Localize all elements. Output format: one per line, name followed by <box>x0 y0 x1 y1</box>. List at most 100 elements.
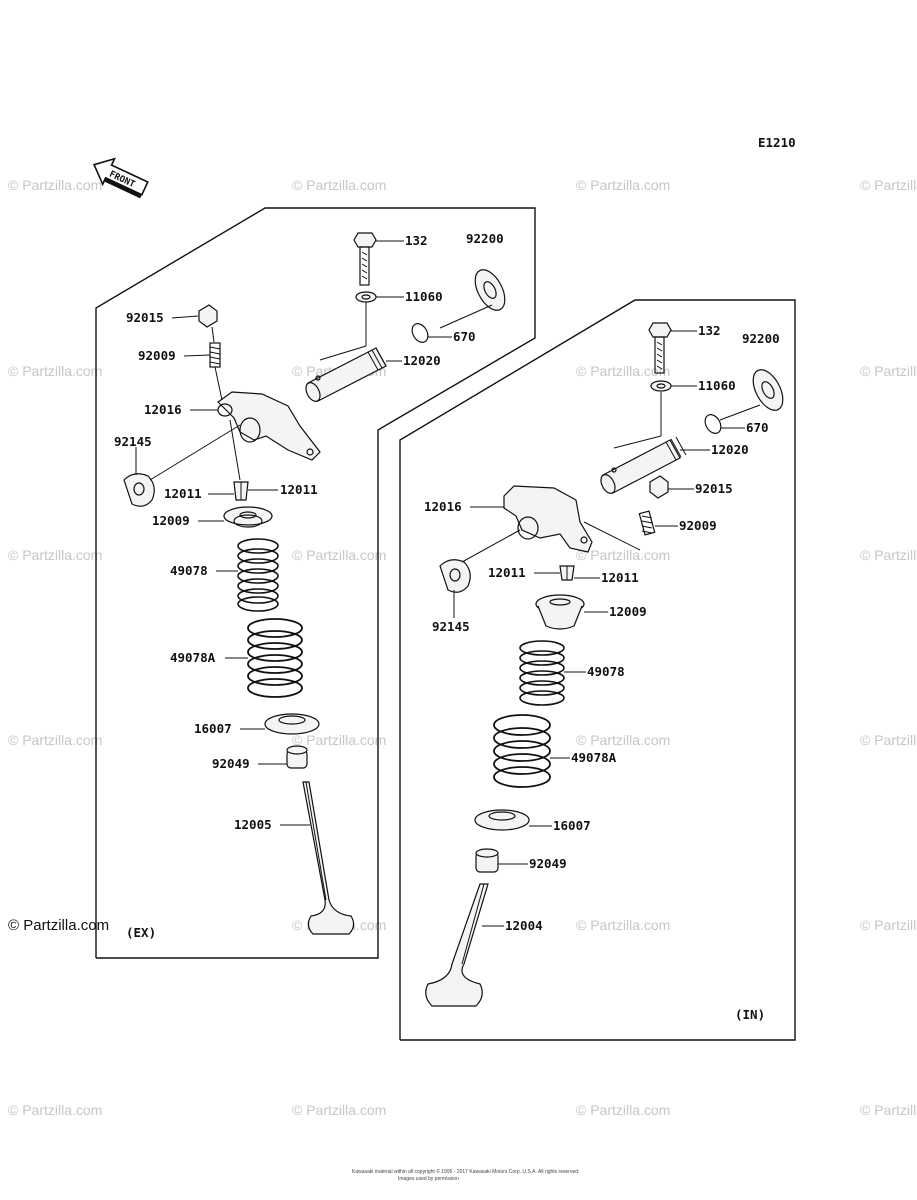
watermark: © Partzilla.com <box>576 917 670 933</box>
footer-copyright: Kawasaki material within all copyright ©… <box>352 1168 579 1175</box>
ex-retainer-part <box>223 506 273 528</box>
ex-cotter-part <box>233 481 249 501</box>
in-label-12011-left: 12011 <box>488 565 526 580</box>
watermark: © Partzilla.com <box>8 1102 102 1118</box>
footer-copyright-2: Images used by permission <box>398 1176 459 1182</box>
in-label-12016: 12016 <box>424 499 462 514</box>
in-o-ring-part <box>704 414 722 434</box>
in-nut-part <box>649 475 669 499</box>
in-shaft-part <box>600 436 687 494</box>
watermark-grid: © Partzilla.com © Partzilla.com © Partzi… <box>8 177 917 1118</box>
exhaust-labels: 132 92200 11060 670 12020 92015 92009 12… <box>114 231 504 940</box>
in-cotter-part <box>559 565 575 581</box>
watermark: © Partzilla.com <box>860 732 917 748</box>
ex-shaft-part <box>305 347 387 402</box>
ex-label-670: 670 <box>453 329 476 344</box>
ex-o-ring-part <box>411 323 429 343</box>
watermark: © Partzilla.com <box>292 732 386 748</box>
in-inner-spring-part <box>519 640 565 706</box>
in-label-92049: 92049 <box>529 856 567 871</box>
ex-spring-washer-part <box>123 473 155 507</box>
watermark: © Partzilla.com <box>576 177 670 193</box>
in-section-label: (IN) <box>735 1007 765 1022</box>
in-label-12011-right: 12011 <box>601 570 639 585</box>
watermark: © Partzilla.com <box>860 363 917 379</box>
watermark: © Partzilla.com <box>576 1102 670 1118</box>
ex-label-132: 132 <box>405 233 428 248</box>
ex-label-11060: 11060 <box>405 289 443 304</box>
ex-adjust-screw-part <box>209 342 221 368</box>
intake-labels: 132 92200 11060 670 12020 92015 92009 12… <box>424 323 780 1022</box>
ex-stem-seal-part <box>286 745 308 769</box>
ex-label-16007: 16007 <box>194 721 232 736</box>
in-thrust-washer-part <box>752 369 784 411</box>
in-label-12020: 12020 <box>711 442 749 457</box>
diagram-code: E1210 <box>758 135 796 150</box>
in-valve-part <box>425 883 489 1007</box>
ex-thrust-washer-part <box>474 269 506 311</box>
ex-section-label: (EX) <box>126 925 156 940</box>
in-bolt-132-part <box>648 322 672 374</box>
in-spring-washer-part <box>439 559 471 593</box>
ex-bolt-132-part <box>353 232 377 286</box>
in-rocker-arm-part <box>503 485 593 553</box>
ex-label-92009: 92009 <box>138 348 176 363</box>
ex-label-12020: 12020 <box>403 353 441 368</box>
in-label-12009: 12009 <box>609 604 647 619</box>
in-washer-part <box>650 380 672 392</box>
intake-frame <box>399 299 796 1041</box>
ex-valve-part <box>302 781 355 935</box>
in-label-670: 670 <box>746 420 769 435</box>
ex-label-92049: 92049 <box>212 756 250 771</box>
ex-label-12011-right: 12011 <box>280 482 318 497</box>
in-label-49078A: 49078A <box>571 750 617 765</box>
ex-label-92015: 92015 <box>126 310 164 325</box>
watermark: © Partzilla.com <box>576 732 670 748</box>
front-arrow-icon: FRONT <box>92 157 149 199</box>
in-label-92015: 92015 <box>695 481 733 496</box>
ex-label-49078: 49078 <box>170 563 208 578</box>
in-label-92145: 92145 <box>432 619 470 634</box>
watermark: © Partzilla.com <box>860 547 917 563</box>
in-spring-seat-part <box>474 809 530 831</box>
ex-rocker-arm-part <box>217 391 321 461</box>
in-adjust-screw-part <box>638 510 656 536</box>
watermark-dark: © Partzilla.com <box>8 917 109 934</box>
watermark: © Partzilla.com <box>292 547 386 563</box>
in-label-11060: 11060 <box>698 378 736 393</box>
ex-label-12011-left: 12011 <box>164 486 202 501</box>
ex-nut-part <box>198 304 218 328</box>
in-outer-spring-part <box>493 714 551 788</box>
ex-label-92145: 92145 <box>114 434 152 449</box>
in-label-16007: 16007 <box>553 818 591 833</box>
ex-label-49078A: 49078A <box>170 650 216 665</box>
in-label-92009: 92009 <box>679 518 717 533</box>
ex-label-92200: 92200 <box>466 231 504 246</box>
watermark: © Partzilla.com <box>576 547 670 563</box>
ex-label-12016: 12016 <box>144 402 182 417</box>
watermark: © Partzilla.com <box>860 177 917 193</box>
ex-outer-spring-part <box>247 618 303 698</box>
ex-spring-seat-part <box>264 713 320 735</box>
in-label-132: 132 <box>698 323 721 338</box>
in-retainer-part <box>535 594 585 630</box>
ex-inner-spring-part <box>237 538 279 612</box>
ex-label-12005: 12005 <box>234 817 272 832</box>
watermark: © Partzilla.com <box>8 363 102 379</box>
exhaust-assembly <box>123 232 506 935</box>
ex-washer-part <box>355 291 377 303</box>
watermark: © Partzilla.com <box>576 363 670 379</box>
watermark: © Partzilla.com <box>8 732 102 748</box>
watermark: © Partzilla.com <box>8 547 102 563</box>
intake-assembly <box>425 322 784 1007</box>
in-label-92200: 92200 <box>742 331 780 346</box>
exhaust-frame <box>95 207 536 959</box>
in-stem-seal-part <box>475 848 499 873</box>
in-label-12004: 12004 <box>505 918 543 933</box>
watermark: © Partzilla.com <box>860 917 917 933</box>
ex-label-12009: 12009 <box>152 513 190 528</box>
watermark: © Partzilla.com <box>860 1102 917 1118</box>
watermark: © Partzilla.com <box>292 1102 386 1118</box>
in-label-49078: 49078 <box>587 664 625 679</box>
